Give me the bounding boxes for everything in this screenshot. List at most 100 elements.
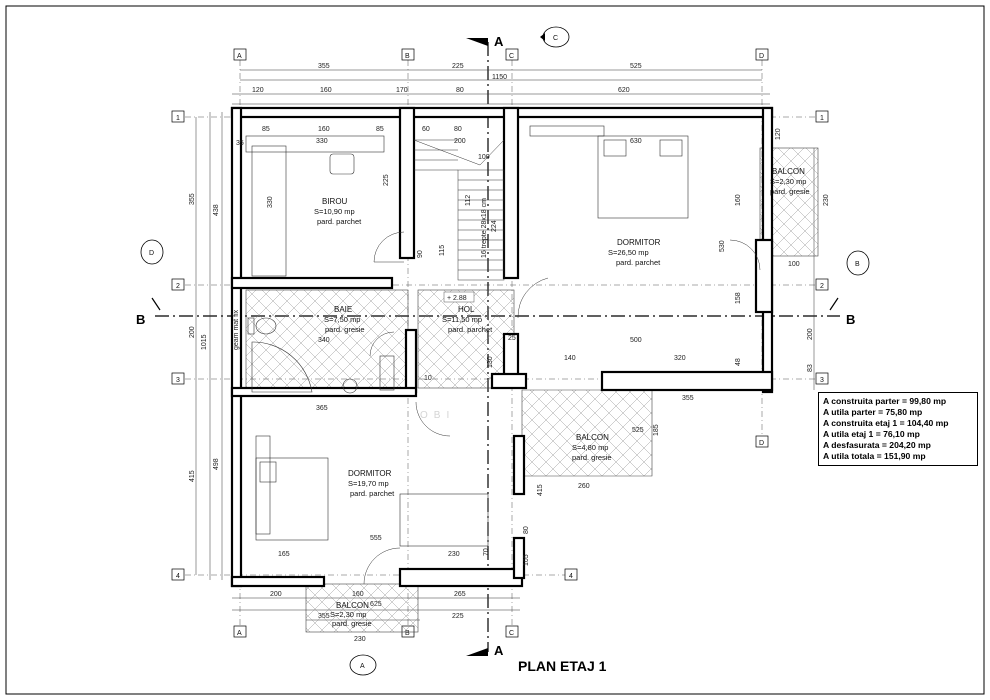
axis-marker-c: C [509,53,514,60]
axis-marker-3: 3 [176,377,180,384]
wall-hol-core [490,372,528,390]
dim-int: 630 [630,138,642,145]
dim-int: 85 [376,126,384,133]
dim-int: 90 [417,250,424,258]
wall-hol-south-east [512,434,526,496]
wall-balcon-east [754,238,774,314]
dim-left-200: 200 [189,326,196,338]
room-floor-balcon-south: pard. gresie [572,453,612,462]
axis-markers-left: 1 2 3 4 [171,110,185,581]
dim-int: 330 [267,196,274,208]
dim-top-355: 355 [318,63,330,70]
dim-top2-160: 160 [320,87,332,94]
plan-title: PLAN ETAJ 1 [518,658,607,674]
room-area-biroul: S=10,90 mp [314,207,355,216]
dim-int: 80 [523,526,530,534]
dim-int: 260 [578,483,590,490]
axis-marker-1: 1 [176,115,180,122]
room-area-balcon-north: S=2,30 mp [330,610,366,619]
area-row-utila-totala: A utila totala = 151,90 mp [823,451,926,461]
room-area-dormitor-1: S=26,50 mp [608,248,649,257]
dim-int: 340 [318,337,330,344]
axis-marker-4: 4 [176,573,180,580]
room-floor-dormitor-2: pard. parchet [350,489,395,498]
door-swings [363,231,761,585]
dim-int: 225 [383,174,390,186]
dim-left-498: 498 [213,458,220,470]
dim-int: 185 [653,424,660,436]
room-area-baie: S=7,50 mp [324,315,360,324]
section-label-a-bottom: A [494,643,504,658]
dim-right-83: 83 [807,364,814,372]
axis-marker-d-bottom: D [759,440,764,447]
section-label-a-top: A [494,34,504,49]
tile-baie [245,289,409,397]
area-summary-table: A construita parter = 99,80 mp A utila p… [818,392,978,466]
dim-top-225: 225 [452,63,464,70]
dim-bot3-230: 230 [354,636,366,643]
dim-right-230: 230 [823,194,830,206]
window-annotation: geam mat fix [233,309,240,350]
dim-int: 35 [236,140,244,147]
wall-stair-east [502,106,520,280]
room-name-balcon-east: BALCON [772,167,805,176]
wall-south-east [600,370,774,392]
room-name-balcon-south: BALCON [576,433,609,442]
dim-int: 105 [523,554,530,566]
room-name-hol: HOL [458,305,475,314]
axis-marker-b-bottom: B [405,630,410,637]
dim-bot-200: 200 [270,591,282,598]
dim-int: 165 [278,551,290,558]
dim-int: 120 [775,128,782,140]
axis-marker-2-right: 2 [820,283,824,290]
dim-left-438: 438 [213,204,220,216]
stair-annotation: 16 trepte 28x18 cm [481,198,488,258]
watermark-text: OBI [420,410,456,421]
wall-biroul-south [230,276,394,290]
section-arrow-bottom [466,648,488,656]
wall-south-mid [398,567,524,588]
interior-dimensions: 85 160 85 60 80 200 100 330 630 225 330 … [236,126,800,566]
dim-int: 330 [316,138,328,145]
axis-marker-c-bottom: C [509,630,514,637]
dim-top2-170: 170 [396,87,408,94]
dim-left-415: 415 [189,470,196,482]
axis-marker-d: D [759,53,764,60]
wall-dorm-east [512,536,526,580]
dim-int: 115 [439,245,446,256]
area-row-construita-parter: A construita parter = 99,80 mp [823,396,947,406]
dim-int: 48 [735,358,742,366]
room-floor-biroul: pard. parchet [317,217,362,226]
room-floor-balcon-east: pard. gresie [770,187,810,196]
level-marker-box [443,291,475,303]
dim-int: 500 [630,337,642,344]
axis-marker-3-right: 3 [820,377,824,384]
section-arrow-left [151,297,161,311]
dim-left-355: 355 [189,193,196,205]
dim-top2-620: 620 [618,87,630,94]
compass-b: B [855,261,860,268]
dim-int: 100 [788,261,800,268]
dim-right-200: 200 [807,328,814,340]
area-row-desfasurata: A desfasurata = 204,20 mp [823,440,931,450]
axis-markers-right: 1 2 3 4 [564,110,829,581]
wall-biroul-east [398,106,416,260]
tile-hol [417,289,515,389]
room-area-balcon-east: S=2,30 mp [770,177,806,186]
area-row-utila-etaj: A utila etaj 1 = 76,10 mp [823,429,920,439]
staircase [413,139,505,281]
dim-int: 320 [674,355,686,362]
compass-a: A [360,663,365,670]
area-row-utila-parter: A utila parter = 75,80 mp [823,407,923,417]
dim-int: 525 [632,427,644,434]
dim-int: 160 [318,126,330,133]
room-name-biroul: BIROU [322,197,348,206]
room-name-dormitor-1: DORMITOR [617,238,661,247]
tile-balcon-north [305,583,419,633]
axis-marker-a-bottom: A [237,630,242,637]
dim-int: 130 [487,356,494,368]
dim-left-total: 1015 [201,334,208,350]
wall-baie-east [404,328,418,394]
axis-marker-b: B [405,53,410,60]
